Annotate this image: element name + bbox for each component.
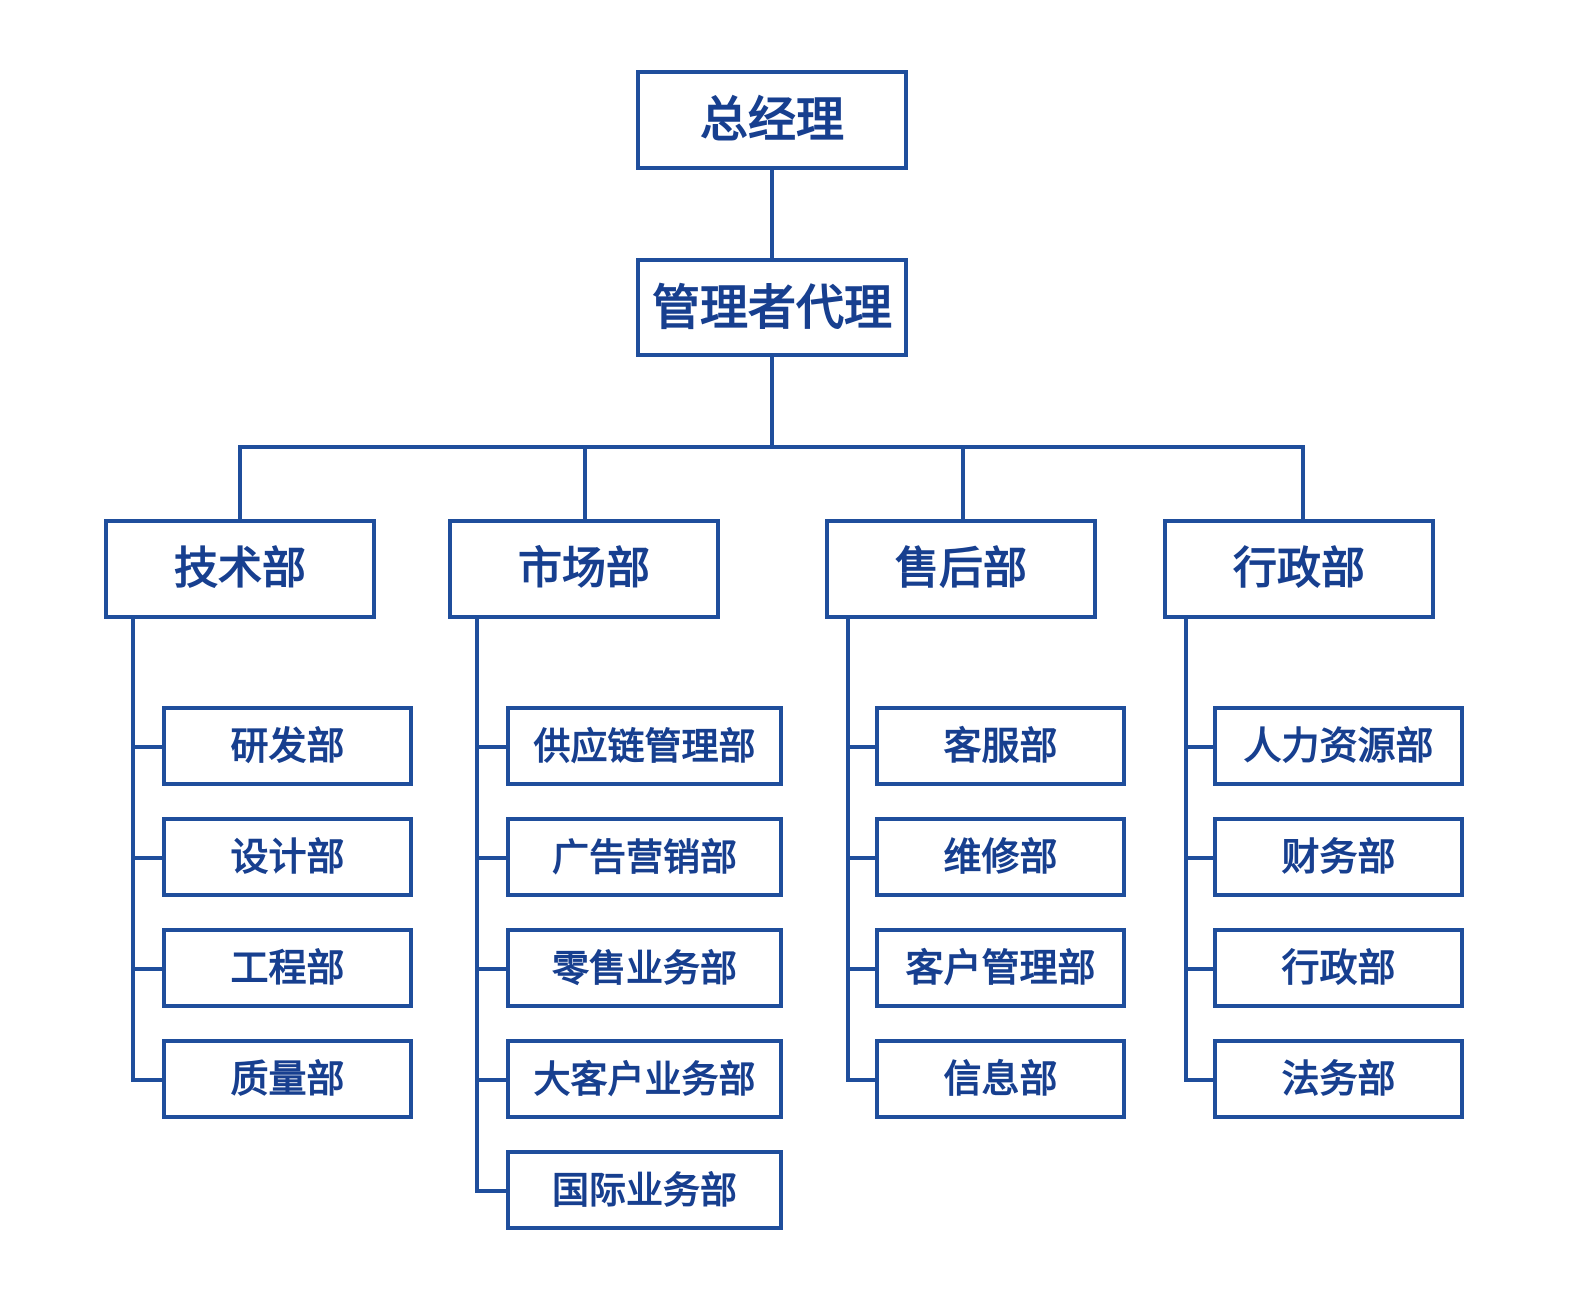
sub-department-label: 信息部 — [943, 1057, 1058, 1101]
node-sub-market-3: 零售业务部 — [506, 928, 783, 1008]
department-label: 市场部 — [518, 543, 650, 594]
sub-department-label: 国际业务部 — [552, 1168, 737, 1212]
sub-department-label: 研发部 — [230, 724, 345, 768]
sub-department-label: 行政部 — [1281, 946, 1396, 990]
node-general-manager: 总经理 — [636, 70, 908, 170]
sub-department-label: 设计部 — [230, 835, 345, 879]
sub-department-label: 质量部 — [230, 1057, 345, 1101]
node-sub-tech-3: 工程部 — [162, 928, 413, 1008]
node-sub-admin-4: 法务部 — [1213, 1039, 1464, 1119]
node-sub-aftersales-3: 客户管理部 — [875, 928, 1126, 1008]
node-department-aftersales: 售后部 — [825, 519, 1097, 619]
sub-department-label: 零售业务部 — [552, 946, 737, 990]
sub-department-label: 大客户业务部 — [533, 1057, 756, 1101]
node-sub-market-5: 国际业务部 — [506, 1150, 783, 1230]
sub-department-label: 广告营销部 — [552, 835, 737, 879]
sub-department-label: 客服部 — [943, 724, 1058, 768]
node-sub-admin-3: 行政部 — [1213, 928, 1464, 1008]
department-label: 行政部 — [1233, 543, 1365, 594]
sub-department-label: 财务部 — [1281, 835, 1396, 879]
node-sub-market-2: 广告营销部 — [506, 817, 783, 897]
department-label: 售后部 — [895, 543, 1027, 594]
sub-department-label: 维修部 — [943, 835, 1058, 879]
node-department-admin: 行政部 — [1163, 519, 1435, 619]
node-department-tech: 技术部 — [104, 519, 376, 619]
sub-department-label: 法务部 — [1281, 1057, 1396, 1101]
node-acting-manager-label: 管理者代理 — [651, 279, 892, 336]
node-sub-aftersales-2: 维修部 — [875, 817, 1126, 897]
node-sub-admin-2: 财务部 — [1213, 817, 1464, 897]
node-department-market: 市场部 — [448, 519, 720, 619]
sub-department-label: 工程部 — [230, 946, 345, 990]
node-sub-tech-4: 质量部 — [162, 1039, 413, 1119]
node-sub-tech-2: 设计部 — [162, 817, 413, 897]
department-label: 技术部 — [174, 543, 306, 594]
node-sub-aftersales-4: 信息部 — [875, 1039, 1126, 1119]
node-sub-aftersales-1: 客服部 — [875, 706, 1126, 786]
sub-department-label: 客户管理部 — [905, 946, 1096, 990]
node-acting-manager: 管理者代理 — [636, 258, 908, 357]
sub-department-label: 人力资源部 — [1243, 724, 1434, 768]
node-sub-market-4: 大客户业务部 — [506, 1039, 783, 1119]
node-sub-market-1: 供应链管理部 — [506, 706, 783, 786]
node-general-manager-label: 总经理 — [699, 92, 844, 148]
node-sub-tech-1: 研发部 — [162, 706, 413, 786]
node-sub-admin-1: 人力资源部 — [1213, 706, 1464, 786]
sub-department-label: 供应链管理部 — [533, 724, 756, 768]
